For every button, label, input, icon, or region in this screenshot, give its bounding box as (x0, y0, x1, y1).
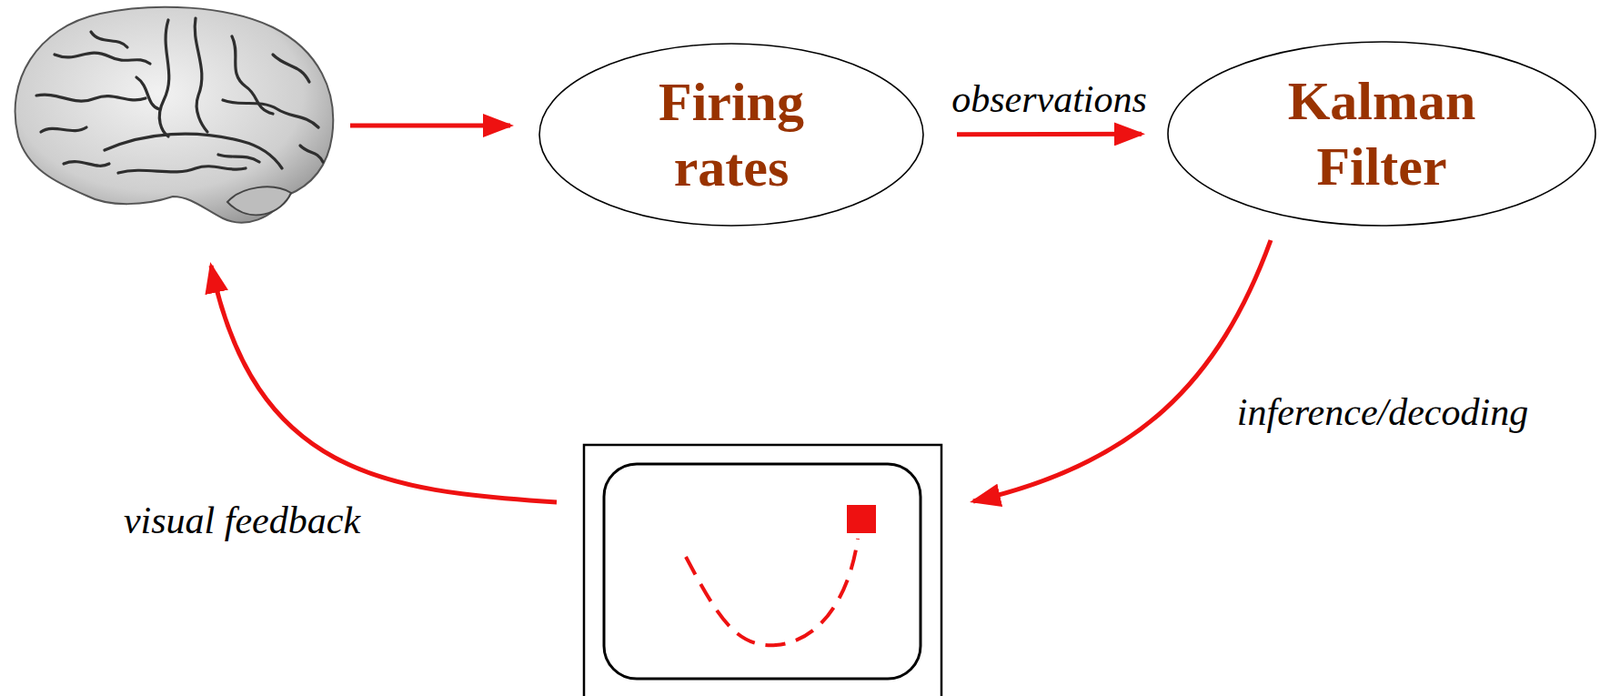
connector-layer (956, 133, 1142, 135)
ellipse-shape (1167, 41, 1596, 226)
arrow-connector (956, 131, 1142, 137)
brain-sulci (36, 18, 323, 173)
ellipse-node: Kalman Filter (1167, 40, 1597, 227)
monitor-frame (583, 444, 942, 696)
cerebellum (227, 186, 292, 215)
brain-outline (15, 7, 334, 223)
node-title: Firing rates (658, 69, 805, 201)
arrow-caption: inference/decoding (1234, 390, 1531, 434)
monitor-screen (603, 463, 921, 679)
monitor-illustration (583, 444, 942, 696)
brain-to-rates-arrow (350, 123, 511, 129)
ellipse-shape (539, 43, 924, 226)
ellipse-outline (1167, 40, 1597, 227)
cursor-trajectory (685, 538, 858, 645)
ellipse-outline (538, 42, 925, 227)
brain-illustration (15, 7, 334, 223)
arrow-caption: visual feedback (120, 498, 363, 543)
decoding-arrow (973, 240, 1271, 502)
cursor-square (846, 504, 876, 534)
feedback-arrow (211, 265, 557, 503)
edge-label: observations (948, 77, 1150, 121)
node-title: Kalman Filter (1288, 68, 1477, 200)
ellipse-node: Firing rates (538, 42, 925, 227)
